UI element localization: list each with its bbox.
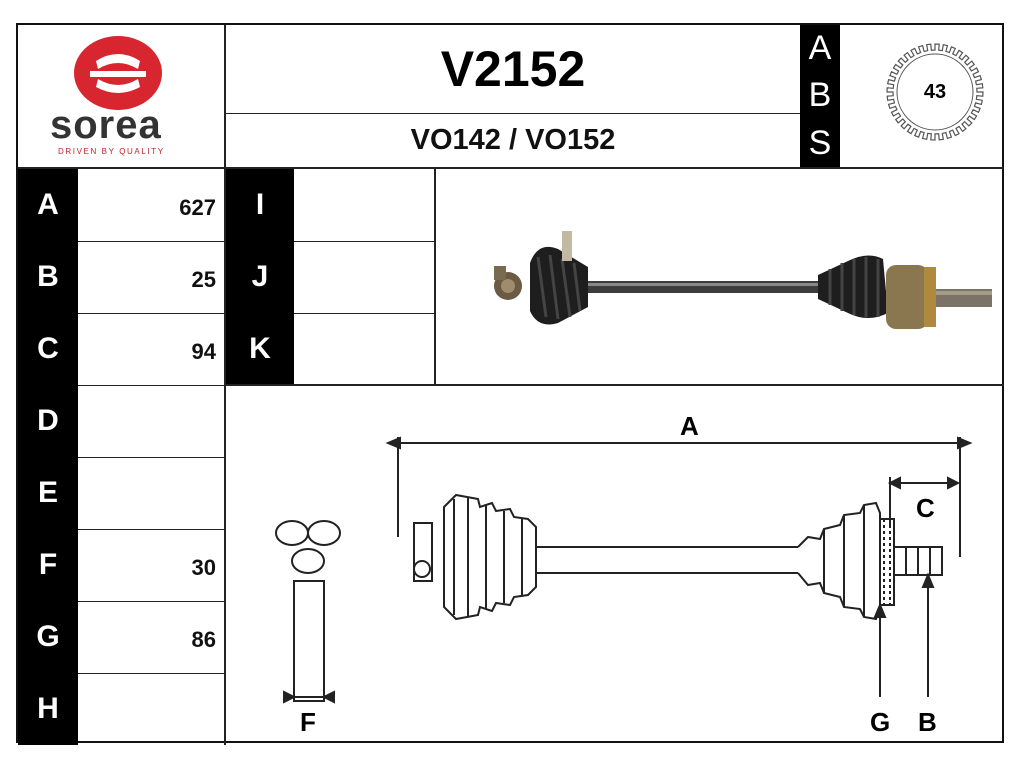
divider: [434, 167, 436, 385]
gear-teeth: [886, 43, 984, 141]
spec-value-b: 25: [191, 267, 216, 292]
dimension-label-f: F: [300, 707, 316, 737]
abs-gear-icon: [886, 43, 984, 141]
abs-letter: A: [808, 29, 832, 68]
dimension-label-c: C: [916, 493, 935, 523]
spec-label-c: C: [18, 313, 78, 385]
dimension-label-g: G: [870, 707, 890, 737]
divider: [78, 385, 224, 386]
driveshaft-photo: [494, 231, 992, 329]
spec-value-f: 30: [191, 555, 216, 580]
reference-numbers: VO142 / VO152: [410, 123, 616, 156]
technical-drawing: A C F G B: [275, 411, 973, 737]
abs-letter: S: [808, 123, 832, 162]
spec-label-a: A: [18, 169, 78, 241]
brand-name: sorea: [50, 103, 162, 147]
dimension-label-a: A: [680, 411, 699, 441]
divider: [78, 529, 224, 530]
sorea-logo-icon: [74, 36, 162, 110]
divider: [294, 313, 434, 314]
gear-inner-ring: [896, 53, 974, 131]
logo-area: sorea DRIVEN BY QUALITY: [18, 25, 224, 167]
spec-value-a: 627: [179, 195, 216, 220]
abs-label: A B S: [800, 25, 840, 167]
abs-ring: 43: [840, 25, 1004, 167]
divider: [224, 384, 1004, 386]
divider: [78, 673, 224, 674]
divider: [78, 241, 224, 242]
spec-label-d: D: [18, 385, 78, 457]
divider: [78, 457, 224, 458]
spec-label-f: F: [18, 529, 78, 601]
abs-teeth-count: 43: [923, 80, 947, 103]
spec-label-j: J: [226, 241, 294, 313]
spec-value-g: 86: [191, 627, 216, 652]
divider: [224, 113, 800, 114]
dimension-label-b: B: [918, 707, 937, 737]
spec-label-g: G: [18, 601, 78, 673]
spec-label-b: B: [18, 241, 78, 313]
spec-label-e: E: [18, 457, 78, 529]
spec-value-c: 94: [191, 339, 216, 364]
divider: [294, 241, 434, 242]
part-number: V2152: [440, 41, 586, 97]
abs-letter: B: [808, 76, 832, 115]
spec-label-i: I: [226, 169, 294, 241]
divider: [78, 313, 224, 314]
spec-label-h: H: [18, 673, 78, 745]
brand-tagline: DRIVEN BY QUALITY: [58, 147, 165, 156]
divider: [18, 167, 1004, 169]
divider: [78, 601, 224, 602]
spec-sheet: sorea DRIVEN BY QUALITY V2152 VO142 / VO…: [16, 23, 1004, 745]
spec-label-k: K: [226, 313, 294, 385]
